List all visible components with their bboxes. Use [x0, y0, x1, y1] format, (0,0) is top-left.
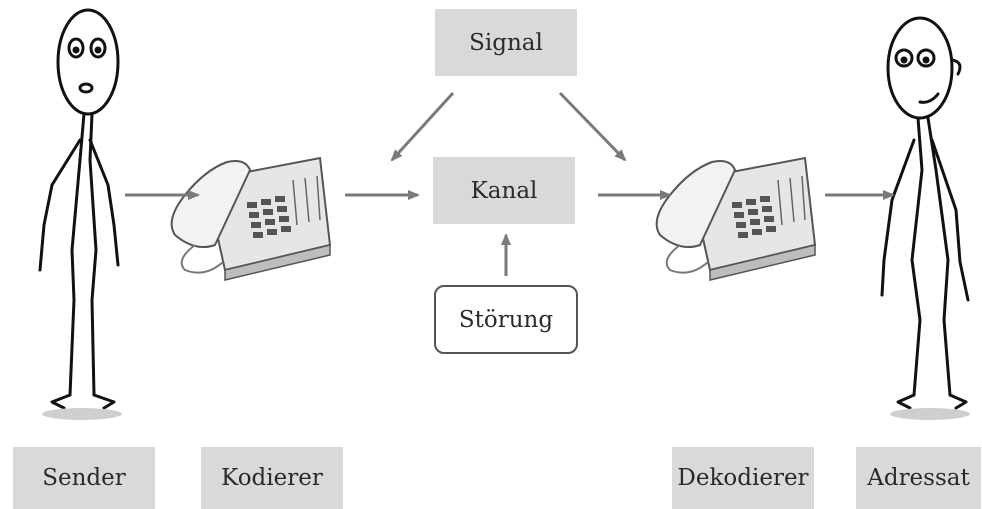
kodierer-label-box: Kodierer — [201, 447, 343, 509]
dekodierer-phone-icon — [655, 156, 817, 281]
signal-label: Signal — [469, 29, 543, 56]
dekodierer-label-box: Dekodierer — [672, 447, 814, 509]
adressat-label: Adressat — [867, 465, 970, 491]
sender-label: Sender — [42, 465, 126, 491]
adressat-label-box: Adressat — [856, 447, 981, 509]
signal-box: Signal — [435, 9, 577, 76]
kanal-box: Kanal — [433, 157, 575, 224]
adressat-figure-icon — [880, 16, 970, 420]
kanal-label: Kanal — [470, 177, 538, 204]
dekodierer-label: Dekodierer — [677, 465, 809, 491]
sender-label-box: Sender — [13, 447, 155, 509]
sender-figure-icon — [38, 8, 122, 420]
arrow-signal-to-left — [390, 91, 455, 162]
kodierer-phone-icon — [170, 156, 332, 281]
stoerung-box: Störung — [434, 285, 578, 354]
arrow-signal-to-right — [558, 91, 627, 162]
kodierer-label: Kodierer — [221, 465, 323, 491]
stoerung-label: Störung — [458, 306, 554, 333]
